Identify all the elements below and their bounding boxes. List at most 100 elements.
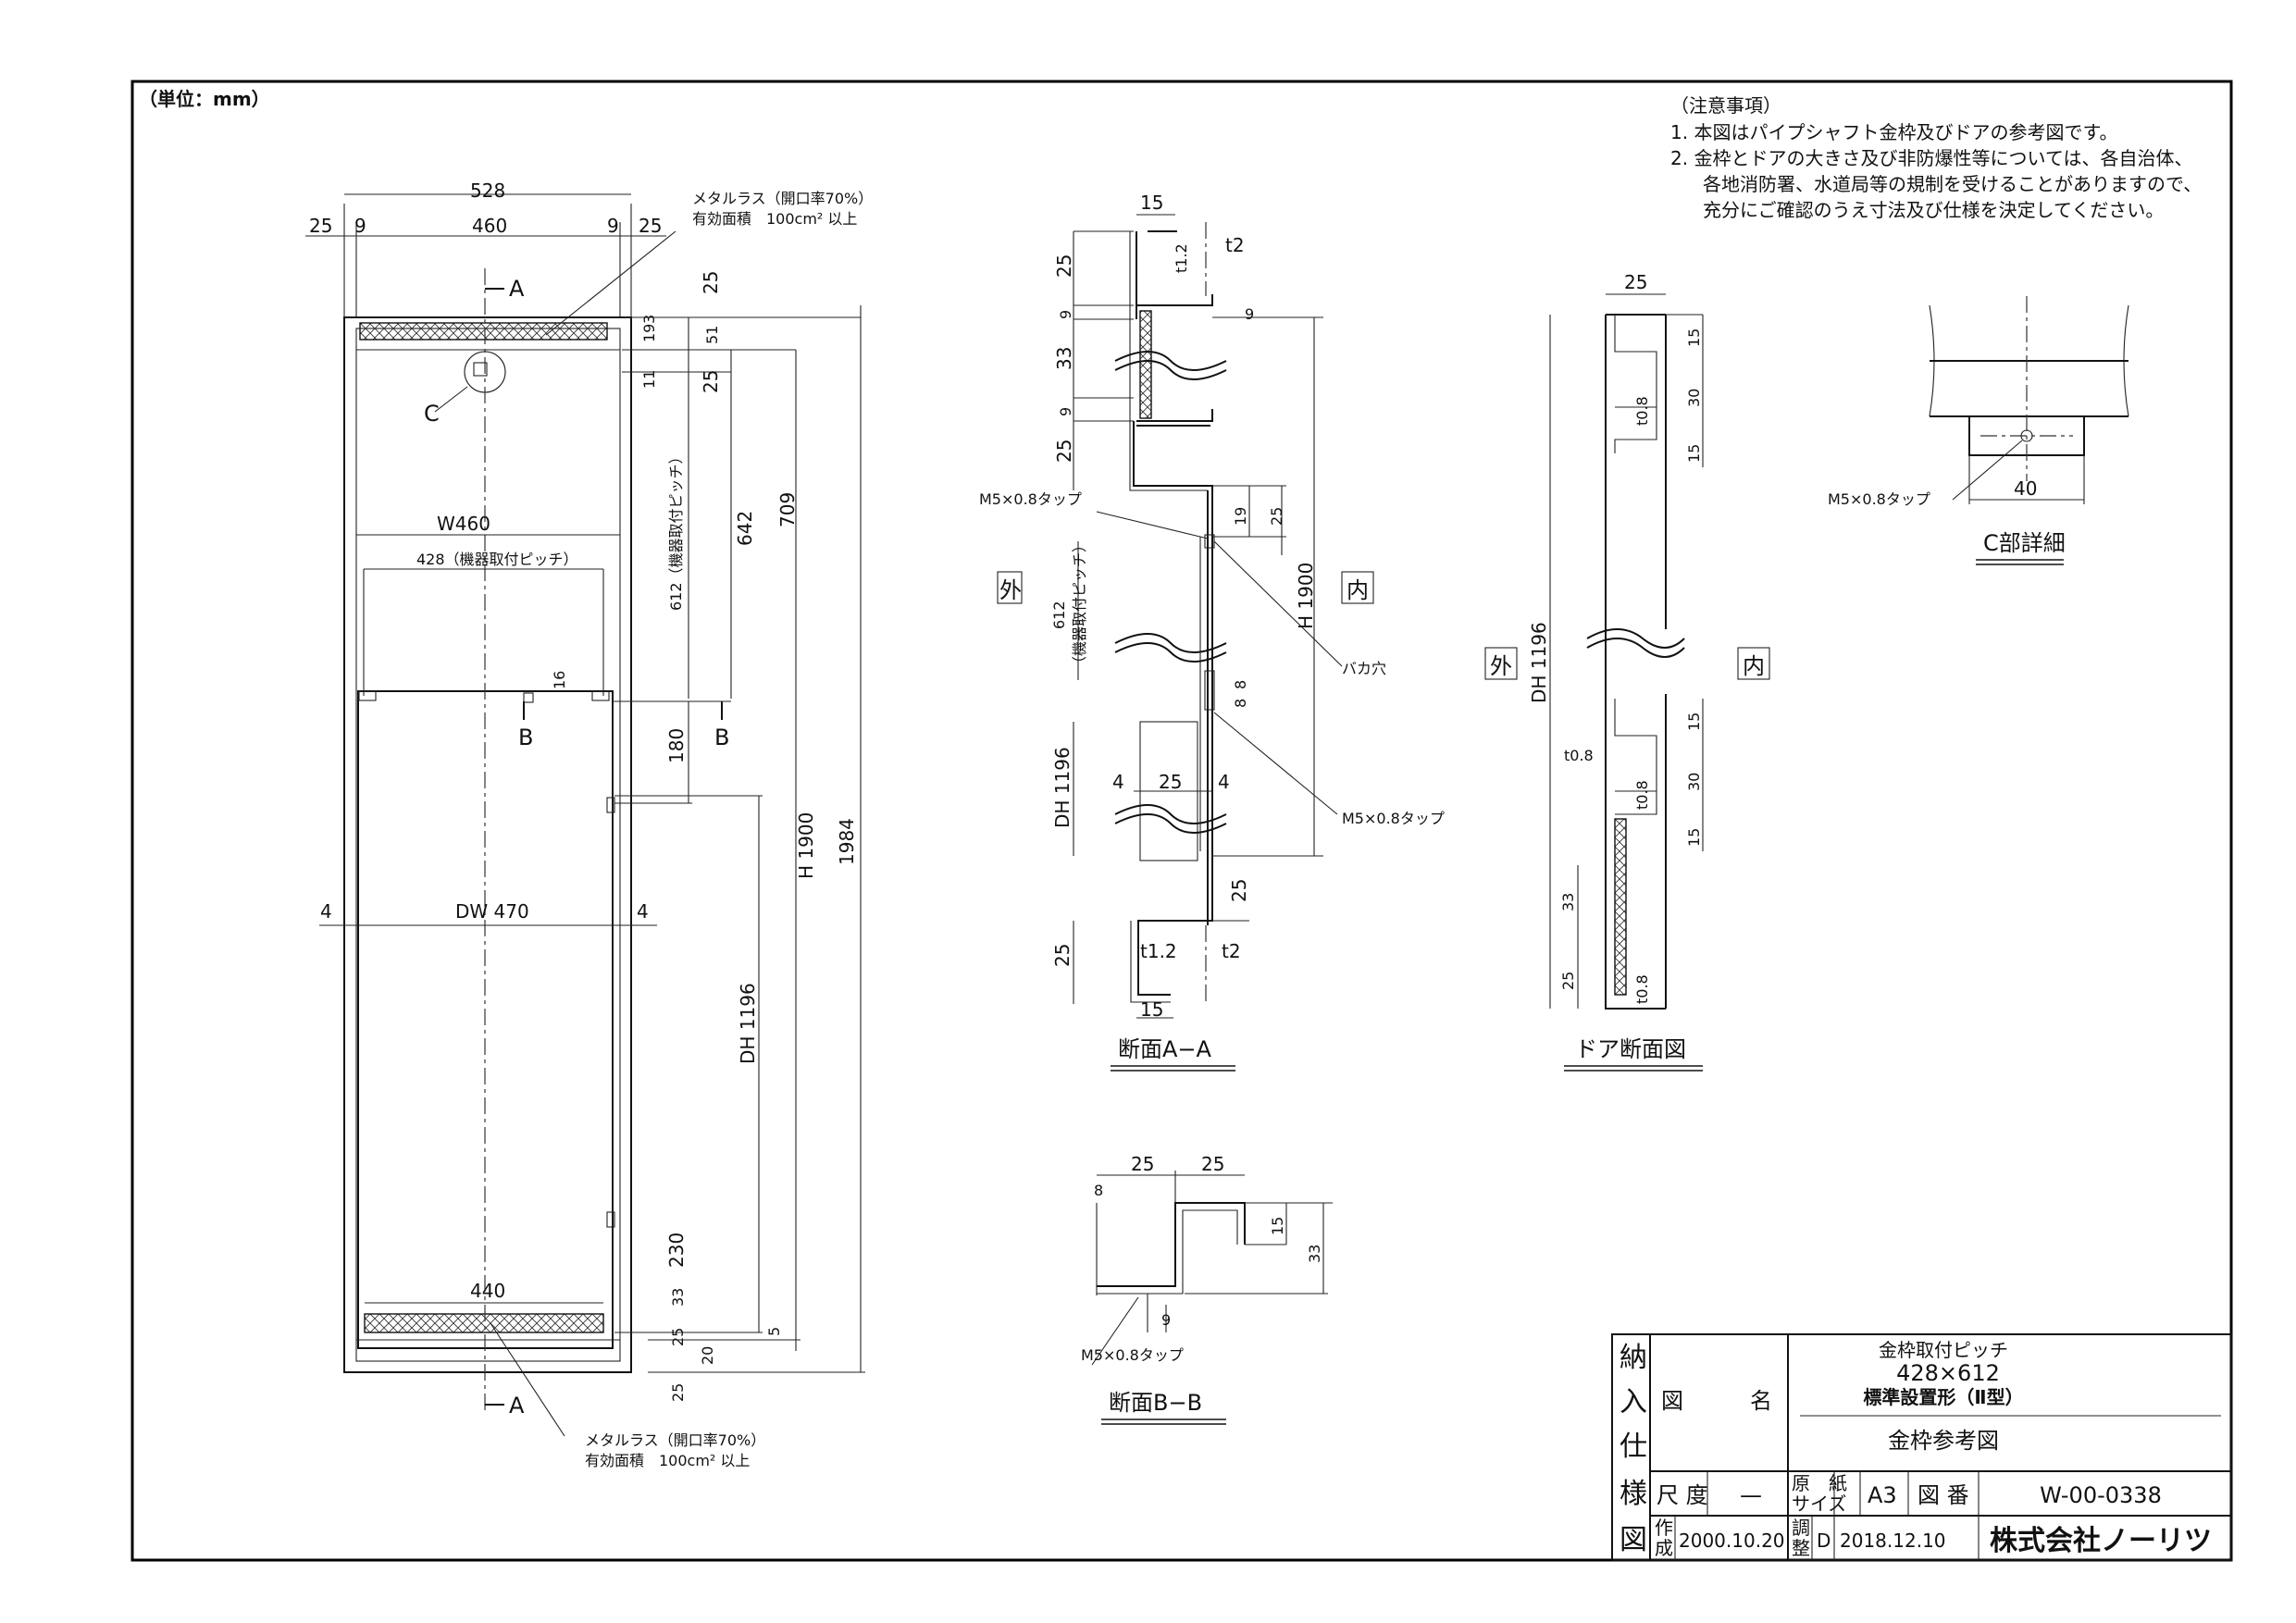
svg-text:メタルラス（開口率70%）: メタルラス（開口率70%）	[585, 1431, 765, 1449]
svg-text:D: D	[1817, 1530, 1831, 1552]
svg-text:A: A	[509, 1393, 525, 1419]
detail-c: 40 M5×0.8タップ C部詳細	[1828, 296, 2129, 565]
svg-text:成: 成	[1655, 1537, 1673, 1559]
svg-text:金枠取付ピッチ: 金枠取付ピッチ	[1879, 1339, 2008, 1361]
svg-text:2000.10.20: 2000.10.20	[1679, 1530, 1785, 1552]
svg-text:15: 15	[1685, 444, 1703, 463]
detail-c-caption: C部詳細	[1983, 530, 2066, 556]
svg-text:25: 25	[669, 1383, 687, 1402]
svg-text:9: 9	[354, 215, 366, 237]
svg-text:様: 様	[1620, 1478, 1647, 1510]
svg-text:整: 整	[1792, 1537, 1810, 1559]
frame-outline	[343, 316, 632, 1373]
svg-text:25: 25	[700, 370, 722, 393]
svg-text:15: 15	[1685, 828, 1703, 847]
svg-text:428×612: 428×612	[1896, 1360, 2000, 1386]
svg-text:51: 51	[703, 326, 721, 344]
svg-text:標準設置形（Ⅱ型）: 標準設置形（Ⅱ型）	[1863, 1386, 2023, 1408]
svg-text:4: 4	[1112, 771, 1124, 793]
svg-text:16: 16	[551, 671, 568, 689]
notes-block: （注意事項） 1. 本図はパイプシャフト金枠及びドアの参考図です。 2. 金枠と…	[1670, 94, 2202, 221]
title-block: 納 入 仕 様 図 図 名 金枠取付ピッチ 428×612 標準設置形（Ⅱ型） …	[1611, 1333, 2232, 1561]
drawing-number: W-00-0338	[2040, 1482, 2162, 1508]
svg-text:DW 470: DW 470	[455, 900, 529, 923]
svg-text:9: 9	[607, 215, 619, 237]
note-1: 1. 本図はパイプシャフト金枠及びドアの参考図です。	[1670, 121, 2117, 143]
svg-text:5: 5	[765, 1327, 783, 1336]
door-section: 25 15 30 15 t0.8 DH 1196 15 30 15 t0.8 t…	[1484, 271, 1770, 1072]
svg-text:t0.8: t0.8	[1633, 396, 1651, 426]
svg-text:440: 440	[470, 1280, 505, 1302]
svg-text:4: 4	[320, 900, 332, 923]
drawing-title: 金枠参考図	[1888, 1428, 1999, 1454]
svg-text:原 紙: 原 紙	[1792, 1472, 1847, 1494]
svg-text:8: 8	[1232, 699, 1249, 708]
svg-text:25: 25	[1201, 1153, 1224, 1175]
svg-text:8: 8	[1094, 1182, 1103, 1199]
section-aa-caption: 断面A−A	[1118, 1036, 1212, 1062]
svg-text:25: 25	[309, 215, 332, 237]
svg-text:33: 33	[1053, 347, 1075, 370]
svg-text:33: 33	[669, 1288, 687, 1307]
svg-text:納: 納	[1620, 1342, 1647, 1374]
svg-text:t0.8: t0.8	[1564, 747, 1594, 764]
svg-text:t2: t2	[1222, 940, 1241, 962]
svg-text:460: 460	[472, 215, 507, 237]
svg-text:内: 内	[1347, 577, 1369, 603]
svg-text:t1.2: t1.2	[1173, 243, 1190, 273]
svg-text:入: 入	[1620, 1386, 1647, 1419]
svg-text:25: 25	[1131, 1153, 1154, 1175]
svg-text:25: 25	[669, 1328, 687, 1346]
svg-text:25: 25	[700, 271, 722, 294]
svg-text:DH 1196: DH 1196	[737, 983, 759, 1064]
svg-text:外: 外	[1490, 653, 1512, 679]
svg-text:H 1900: H 1900	[795, 812, 817, 879]
svg-text:内: 内	[1743, 653, 1765, 679]
svg-text:t0.8: t0.8	[1633, 974, 1651, 1004]
svg-text:図: 図	[1620, 1524, 1647, 1556]
svg-text:t2: t2	[1225, 234, 1245, 256]
svg-text:9: 9	[1245, 305, 1254, 323]
svg-text:外: 外	[999, 577, 1022, 603]
note-2-cont-2: 充分にご確認のうえ寸法及び仕様を決定してください。	[1703, 199, 2164, 221]
front-view: 528 25 9 460 9 25 メタルラス（開口率70%） 有効面積 100…	[305, 180, 873, 1469]
zumei-label: 図 名	[1661, 1388, 1772, 1414]
detail-c-circle	[464, 351, 506, 393]
svg-text:230: 230	[665, 1233, 688, 1268]
svg-text:30: 30	[1685, 773, 1703, 791]
svg-text:709: 709	[776, 492, 799, 527]
section-bb: 25 25 8 15 33 9 M5×0.8タップ 断面B−B	[1081, 1153, 1333, 1425]
svg-text:B: B	[518, 725, 533, 750]
svg-text:4: 4	[1218, 771, 1230, 793]
svg-text:33: 33	[1559, 893, 1577, 911]
svg-text:C: C	[424, 401, 440, 427]
svg-text:（機器取付ピッチ）: （機器取付ピッチ）	[1071, 538, 1088, 671]
svg-text:25: 25	[1559, 972, 1577, 990]
svg-text:180: 180	[665, 728, 688, 763]
svg-text:642: 642	[734, 511, 756, 546]
svg-text:H 1900: H 1900	[1295, 563, 1317, 629]
svg-text:4: 4	[637, 900, 649, 923]
svg-text:尺 度: 尺 度	[1657, 1482, 1708, 1508]
company-name: 株式会社ノーリツ	[1990, 1525, 2212, 1557]
svg-text:15: 15	[1685, 712, 1703, 731]
svg-text:15: 15	[1685, 328, 1703, 347]
note-2: 2. 金枠とドアの大きさ及び非防爆性等については、各自治体、	[1670, 147, 2192, 169]
svg-text:25: 25	[1228, 879, 1250, 902]
svg-text:M5×0.8タップ: M5×0.8タップ	[1828, 490, 1930, 508]
svg-text:DH 1196: DH 1196	[1528, 622, 1550, 703]
svg-text:M5×0.8タップ: M5×0.8タップ	[979, 490, 1082, 508]
svg-text:2018.12.10: 2018.12.10	[1840, 1530, 1946, 1552]
svg-text:19: 19	[640, 324, 658, 342]
section-bb-caption: 断面B−B	[1109, 1390, 1202, 1416]
note-2-cont-1: 各地消防署、水道局等の規制を受けることがありますので、	[1703, 173, 2202, 195]
svg-text:M5×0.8タップ: M5×0.8タップ	[1081, 1346, 1184, 1364]
svg-text:仕: 仕	[1620, 1431, 1647, 1463]
svg-text:A3: A3	[1868, 1482, 1897, 1508]
svg-text:A: A	[509, 276, 525, 302]
svg-text:25: 25	[1159, 771, 1182, 793]
svg-text:25: 25	[1624, 271, 1647, 293]
svg-text:20: 20	[699, 1346, 716, 1365]
svg-text:作: 作	[1655, 1517, 1673, 1539]
